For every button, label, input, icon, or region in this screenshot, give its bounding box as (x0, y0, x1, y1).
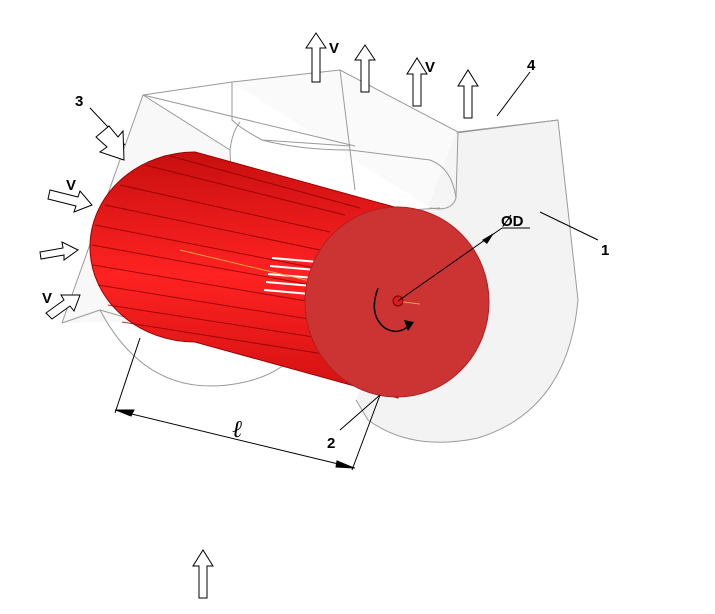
outlet-arrow-icon (406, 57, 428, 107)
label-length: ℓ (232, 417, 242, 443)
part-leaders (89, 71, 599, 431)
label-velocity: V (42, 290, 52, 307)
label-diameter: ØD (501, 213, 524, 230)
inlet-arrow-icon (45, 294, 81, 320)
housing-top-outlet (231, 69, 559, 210)
label-part-3: 3 (75, 93, 83, 110)
label-velocity: V (329, 40, 339, 57)
diameter-leader: ØD (397, 213, 530, 302)
label-part-4: 4 (527, 57, 536, 74)
rotor-drum (89, 151, 490, 399)
label-velocity: V (66, 177, 76, 194)
inlet-arrow-icon (47, 189, 93, 213)
outlet-arrows (192, 32, 479, 599)
rotor-blades (91, 155, 361, 356)
length-dimension (114, 337, 381, 471)
rotation-arrow (373, 287, 411, 333)
label-part-2: 2 (327, 435, 335, 452)
inlet-arrow-icon (39, 241, 79, 261)
outlet-arrow-icon (457, 69, 479, 119)
inlet-arrows (39, 125, 125, 320)
label-velocity: V (425, 59, 435, 76)
housing-bottom-curve (61, 309, 291, 387)
label-part-1: 1 (601, 242, 609, 259)
outlet-arrow-icon (192, 549, 214, 599)
inlet-arrow-icon (95, 125, 125, 161)
outlet-arrow-icon (354, 44, 376, 93)
outlet-arrow-icon (305, 32, 327, 83)
